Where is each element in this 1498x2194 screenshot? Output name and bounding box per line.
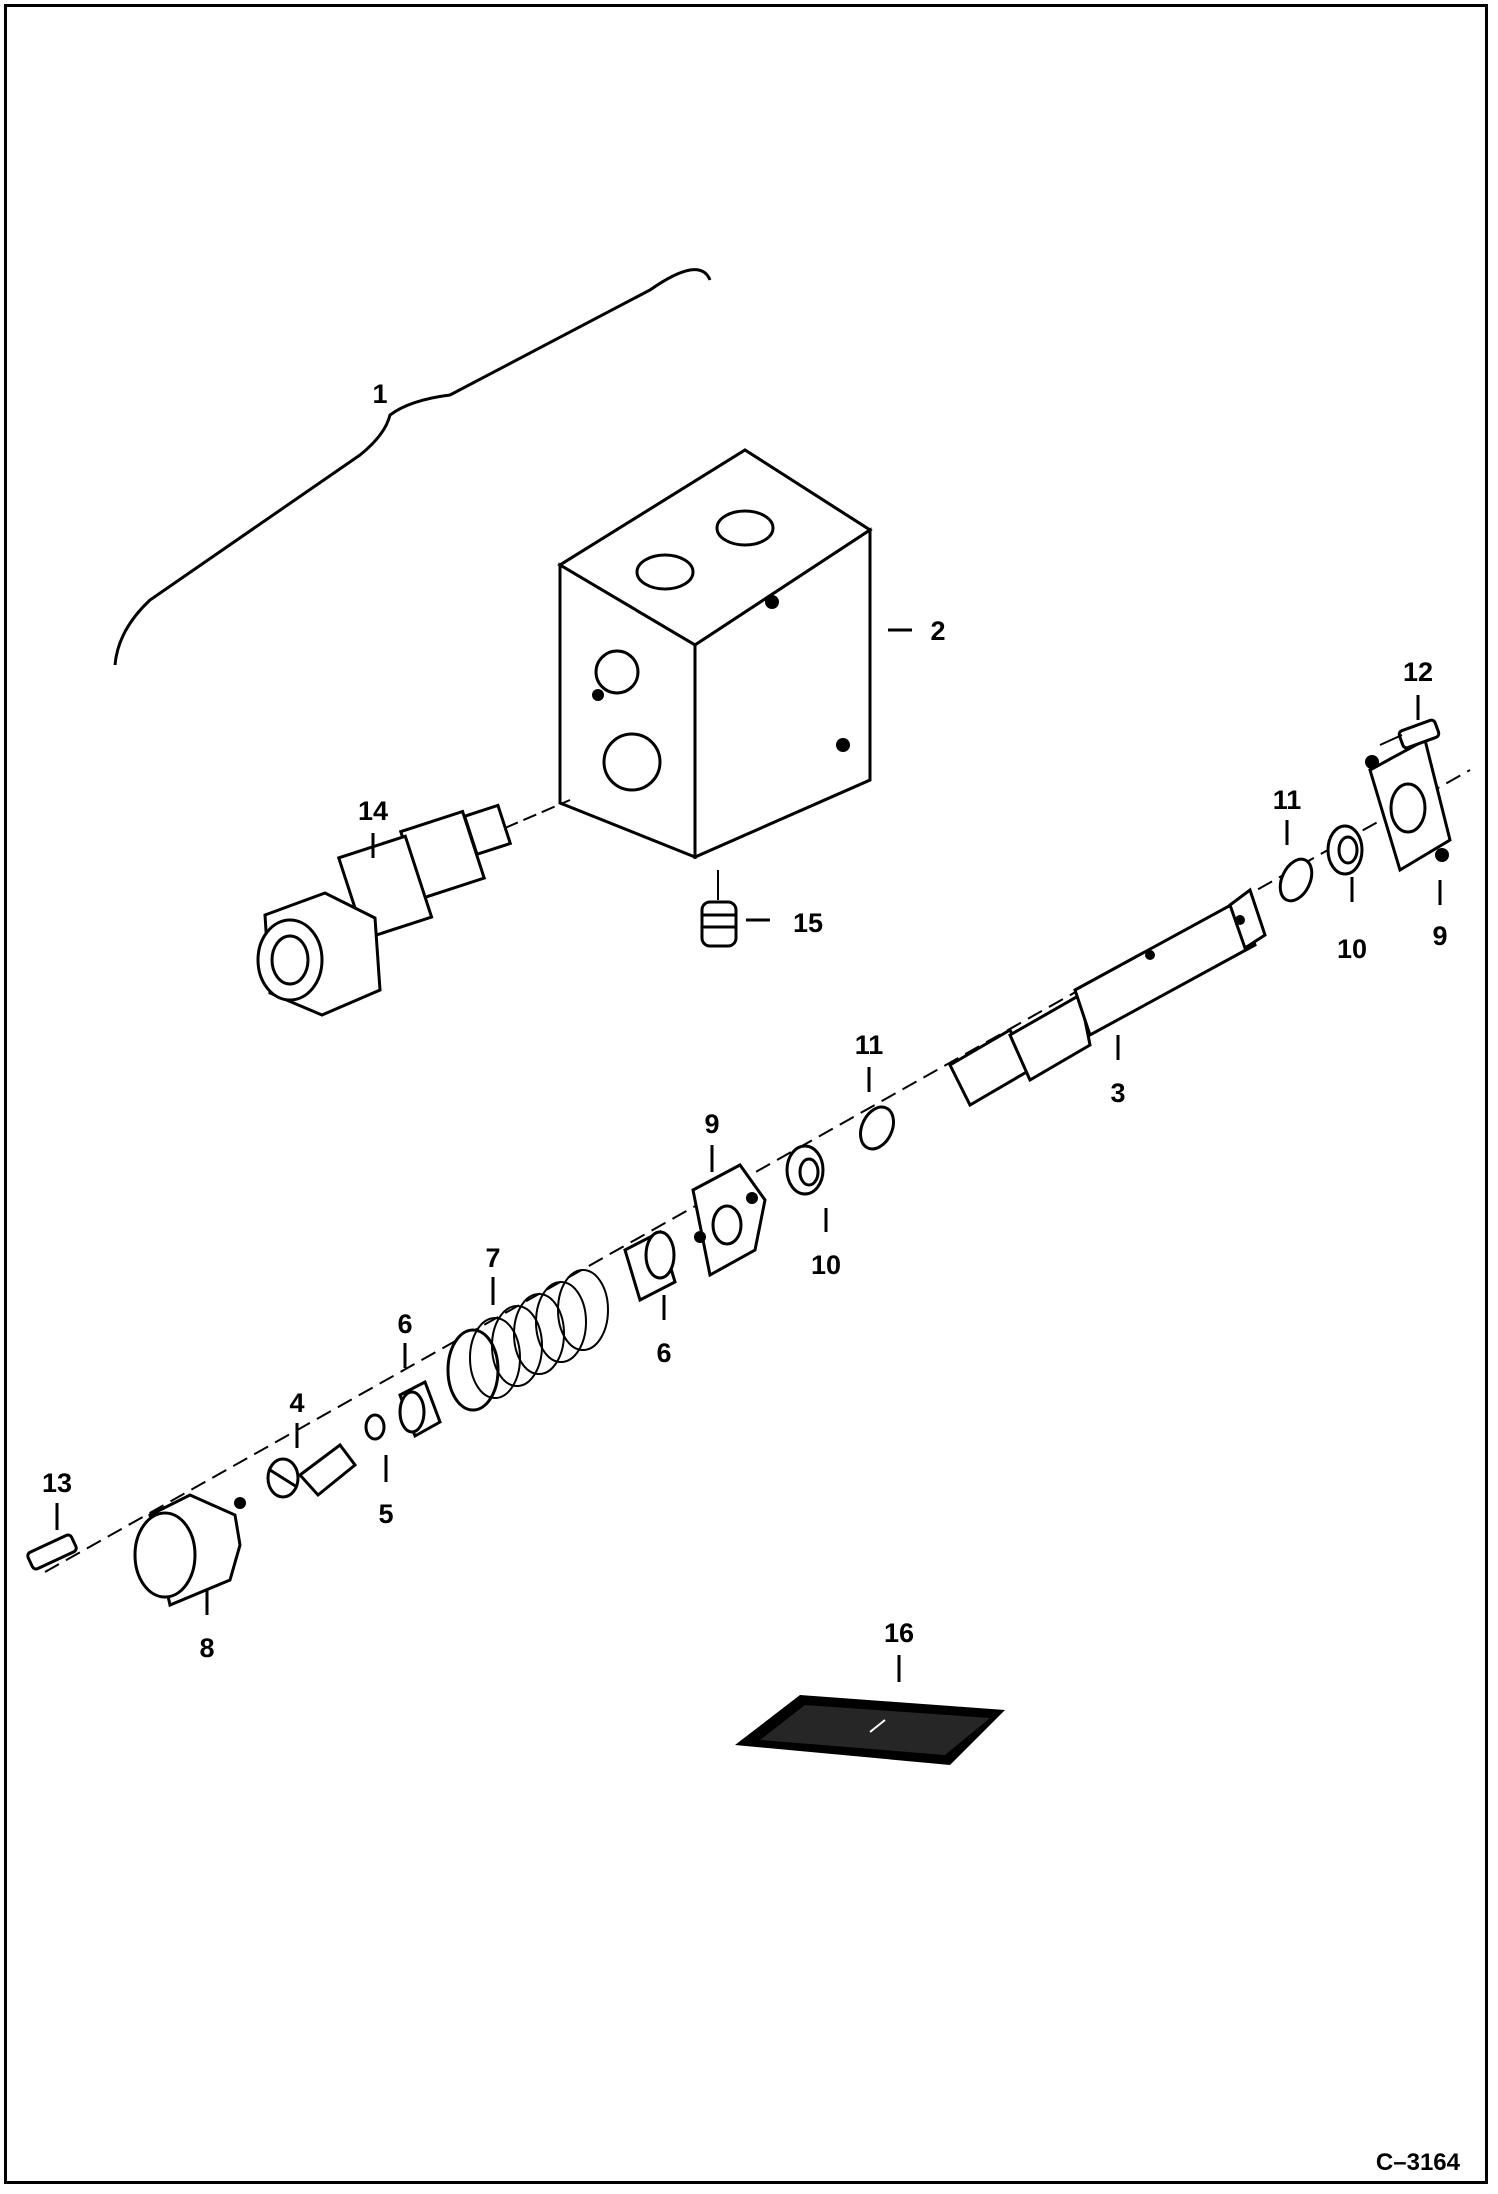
o-ring-upper: [1278, 857, 1314, 903]
callout-11-lower: 11: [855, 1030, 884, 1060]
callout-3: 3: [1110, 1078, 1125, 1108]
assembly-axis: [44, 769, 1471, 1573]
o-ring-small: [364, 1413, 386, 1441]
callout-14: 14: [358, 796, 388, 826]
o-ring-lower: [859, 1105, 895, 1151]
drawing-code: C–3164: [1376, 2149, 1461, 2176]
callout-13: 13: [42, 1468, 72, 1498]
seal-upper: [1326, 824, 1364, 876]
diagram-frame: [4, 4, 1488, 2184]
callout-7: 7: [485, 1243, 500, 1273]
screw-upper: [1379, 718, 1441, 750]
spring-seat-right: [623, 1229, 677, 1303]
plug: [700, 870, 738, 948]
callout-9-lower: 9: [704, 1109, 719, 1139]
spool: [948, 887, 1267, 1108]
assembly-brace: [113, 268, 712, 666]
adjusting-screw: [266, 1442, 358, 1499]
callout-1: 1: [372, 379, 387, 409]
callout-15: 15: [793, 908, 823, 938]
callout-5: 5: [378, 1499, 393, 1529]
relief-valve-cartridge: [256, 799, 571, 1017]
callout-6-right: 6: [656, 1338, 671, 1368]
leader-lines: [55, 628, 1442, 1682]
callout-6-left: 6: [397, 1309, 412, 1339]
callout-4: 4: [289, 1388, 304, 1418]
callout-2: 2: [930, 616, 945, 646]
spring: [446, 1269, 609, 1412]
seal-lower: [785, 1144, 825, 1196]
decal: [735, 1695, 1005, 1765]
callout-8: 8: [199, 1633, 214, 1663]
callout-10-lower: 10: [811, 1250, 841, 1280]
callout-9-upper: 9: [1432, 921, 1447, 951]
retainer-plate-lower: [691, 1163, 767, 1278]
callout-11-upper: 11: [1273, 785, 1302, 815]
callout-12: 12: [1403, 657, 1433, 687]
screw-lower: [26, 1533, 78, 1571]
spring-seat-left: [398, 1379, 442, 1439]
valve-body: [557, 448, 873, 860]
callout-10-upper: 10: [1337, 934, 1367, 964]
end-cap: [133, 1493, 246, 1608]
callout-labels: 1 2 3 4 5 6 6 7 8 9 9 10 10 11 11 12 13 …: [42, 379, 1448, 1663]
retainer-plate-upper: [1365, 737, 1452, 873]
callout-16: 16: [884, 1618, 914, 1648]
